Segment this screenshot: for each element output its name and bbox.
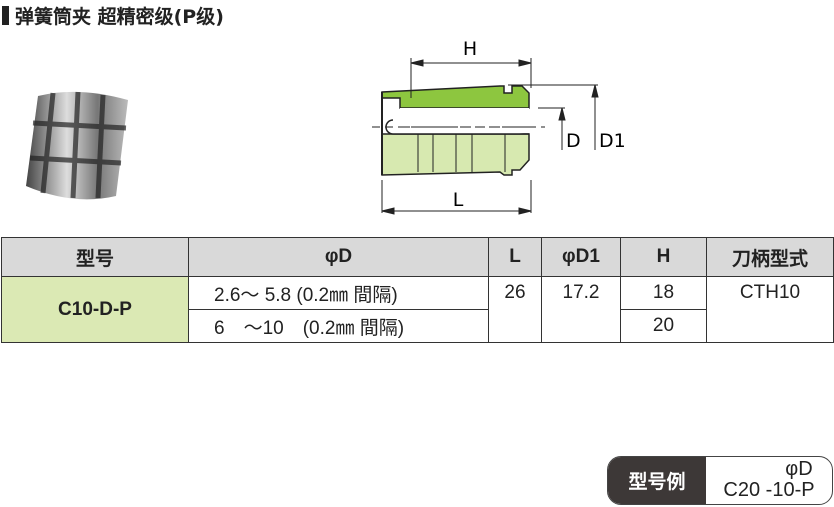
example-code: C20 -10-P xyxy=(723,479,815,501)
h-cell: 20 xyxy=(620,309,707,343)
d-range-cell: 2.6～ 5.8 (0.2㎜ 間隔) xyxy=(188,276,489,310)
col-model: 型号 xyxy=(1,237,189,277)
col-d1: φD1 xyxy=(541,237,621,277)
h-cell: 18 xyxy=(620,276,707,310)
col-d: φD xyxy=(188,237,489,277)
table-header: 型号 φD L φD1 H 刀柄型式 xyxy=(1,237,834,277)
shank-cell: CTH10 xyxy=(706,276,834,343)
page-title: 弹簧筒夹 超精密级(P级) xyxy=(2,2,224,28)
dim-d-label: D xyxy=(566,130,581,152)
example-label: 型号例 xyxy=(608,457,706,504)
col-l: L xyxy=(488,237,542,277)
l-cell: 26 xyxy=(488,276,542,343)
d1-cell: 17.2 xyxy=(541,276,621,343)
title-marker xyxy=(2,5,9,25)
title-text: 弹簧筒夹 超精密级(P级) xyxy=(15,5,224,28)
dim-l-label: L xyxy=(453,189,464,211)
table-row: 6 ～10 (0.2㎜ 間隔) 20 xyxy=(2,309,834,343)
dim-h-label: H xyxy=(463,38,477,60)
model-cell: C10-D-P xyxy=(1,276,189,343)
col-h: H xyxy=(620,237,707,277)
collet-diagram: H L D D1 xyxy=(372,38,626,215)
table-row: C10-D-P 2.6～ 5.8 (0.2㎜ 間隔) 26 17.2 18 CT… xyxy=(1,276,834,343)
example-top: φD xyxy=(785,458,813,480)
d-range-cell: 6 ～10 (0.2㎜ 間隔) xyxy=(188,309,489,343)
spec-table: 型号 φD L φD1 H 刀柄型式 C10-D-P 2.6～ 5.8 (0.2… xyxy=(1,237,834,343)
col-shank: 刀柄型式 xyxy=(706,237,834,277)
dim-d1-label: D1 xyxy=(599,130,626,152)
collet-photo xyxy=(26,91,128,200)
